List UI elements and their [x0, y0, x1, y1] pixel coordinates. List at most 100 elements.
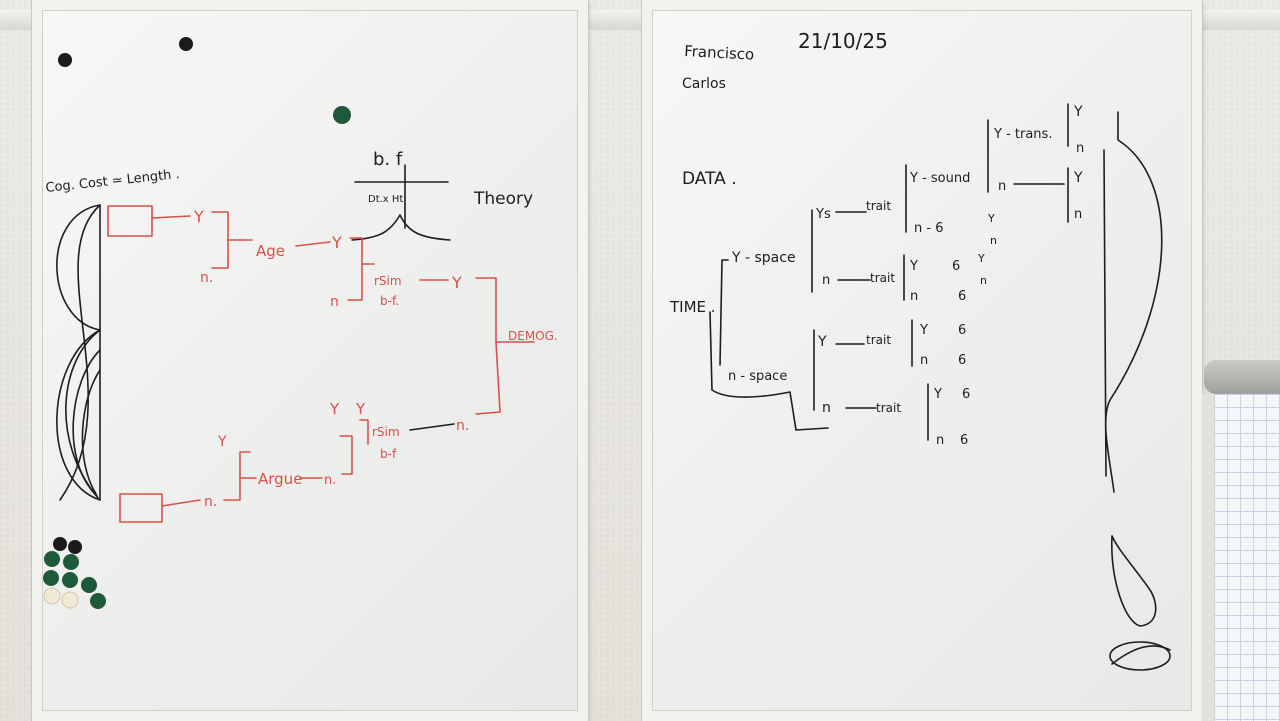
ys: Ys [815, 207, 831, 222]
tree-demog: DEMOG. [508, 329, 558, 343]
n-g-a: n - 6 [914, 221, 943, 236]
edge [151, 215, 191, 219]
drop-base-scribble [1111, 645, 1171, 665]
whiteboard-right [641, 0, 1203, 721]
bracket [223, 451, 251, 501]
six-b: 6 [952, 259, 960, 274]
y-end-1: Y [1073, 104, 1083, 120]
tree-n1: n. [200, 270, 213, 286]
n-c: n [920, 353, 928, 368]
n-small-b: n [980, 274, 987, 287]
flipchart-bar [1204, 360, 1280, 394]
n-b: n [910, 289, 918, 304]
drop-base [1109, 641, 1171, 671]
curve [81, 369, 101, 495]
magnet-green[interactable] [43, 570, 59, 586]
n-trait-b: n [822, 273, 830, 288]
magnet-green[interactable] [90, 593, 106, 609]
n-space: n - space [728, 369, 787, 384]
six-d2: 6 [960, 433, 968, 448]
magnet-black[interactable] [68, 540, 82, 554]
magnet-black[interactable] [179, 37, 193, 51]
tree-n2: n [330, 294, 339, 310]
tree-y-mid2: Y [355, 400, 366, 418]
magnet-black[interactable] [58, 53, 72, 67]
n-end-1: n [1076, 141, 1084, 156]
magnet-cream[interactable] [61, 591, 79, 609]
n-small-a: n [990, 234, 997, 247]
tree-y2: Y [331, 233, 342, 252]
flipchart-grid-paper [1214, 394, 1280, 721]
magnet-black[interactable] [53, 537, 67, 551]
tree-n-bot: n. [456, 418, 469, 434]
y-trans: Y - trans. [993, 127, 1052, 142]
y-b: Y [909, 259, 918, 274]
tree-rsim-top: rSim [374, 274, 402, 288]
edge [295, 241, 331, 247]
bracket [709, 311, 829, 431]
magnet-cream[interactable] [43, 587, 61, 605]
magnet-green[interactable] [62, 572, 78, 588]
box-bottom [119, 493, 163, 523]
drop-doodle [1111, 535, 1157, 627]
magnet-green[interactable] [44, 551, 60, 567]
trait-b: trait [870, 271, 895, 285]
bracket [339, 435, 353, 475]
magnets [43, 37, 351, 609]
magnet-cluster [43, 537, 106, 609]
whiteboard-left [31, 0, 589, 721]
tree-rsim-bot: rSim [372, 425, 400, 439]
bracket [359, 419, 369, 445]
six-c2: 6 [958, 353, 966, 368]
tree-y-low-left: Y [217, 434, 227, 450]
n-d: n [822, 400, 831, 416]
y-c: Y [817, 334, 827, 350]
tree-bf-bot: b-f [380, 447, 397, 461]
y-end-2: Y [1073, 170, 1083, 186]
box-top [107, 205, 153, 237]
tree-bf-top: b-f. [380, 294, 399, 308]
theory-sub: Dt.x Ht [368, 194, 403, 205]
curve [56, 204, 101, 501]
bracket [211, 211, 229, 269]
flipchart [1202, 360, 1280, 721]
magnet-green[interactable] [81, 577, 97, 593]
left-board-drawing: Cog. Cost ≃ Length . b. f Dt.x Ht Theory… [45, 149, 558, 523]
axis-line [1103, 149, 1107, 477]
n-end-2: n [1074, 207, 1082, 222]
magnet-green[interactable] [333, 106, 351, 124]
edge [161, 499, 201, 507]
trait-a: trait [866, 199, 891, 213]
six-d: 6 [962, 387, 970, 402]
flipchart-edge [1202, 394, 1216, 721]
tree-y-mid1: Y [329, 400, 340, 418]
trait-d: trait [876, 401, 901, 415]
bracket [475, 277, 497, 343]
curve [59, 204, 101, 501]
tree-age: Age [256, 242, 285, 260]
n-trait-a: n [998, 179, 1006, 194]
curve [1104, 111, 1163, 493]
y-d: Y [933, 387, 942, 402]
y-small-b: Y [977, 252, 985, 265]
theory-peak [351, 214, 451, 241]
six-c: 6 [958, 323, 966, 338]
bracket [719, 259, 729, 366]
magnet-green[interactable] [63, 554, 79, 570]
six-b2: 6 [958, 289, 966, 304]
cog-cost-header: Cog. Cost ≃ Length . [45, 167, 181, 196]
y-small-a: Y [987, 212, 995, 225]
tree-n-low: n. [204, 494, 217, 510]
tree-y3: Y [451, 273, 462, 292]
theory-bf: b. f [373, 149, 403, 170]
y-space: Y - space [731, 250, 796, 266]
n-d2: n [936, 433, 944, 448]
name-francisco: Francisco [684, 42, 755, 64]
date: 21/10/25 [798, 29, 888, 53]
y-c2: Y [919, 323, 928, 338]
theory-label: Theory [473, 189, 533, 209]
time-label: TIME . [669, 298, 716, 316]
tree-argue: Argue [258, 470, 302, 488]
edge [409, 423, 455, 431]
